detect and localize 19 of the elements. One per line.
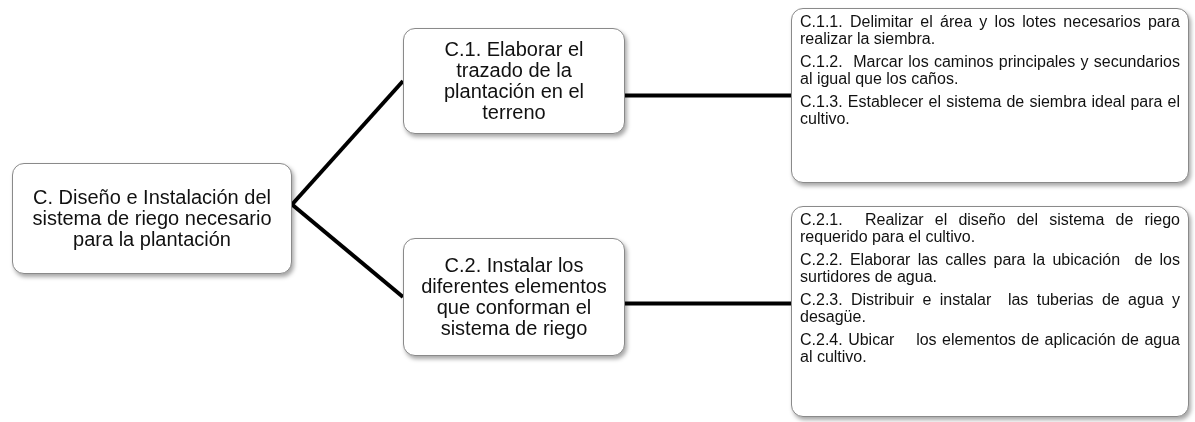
task-text: C.2.1. Realizar el diseño del sistema de riego requerido para el cultivo. <box>800 211 1180 245</box>
process-box <box>791 206 1189 417</box>
task-text: C.2.3. Distribuir e instalar las tuberias de agua y desagüe. <box>800 291 1180 325</box>
task-text: C.1.2. Marcar los caminos principales y secundarios al igual que los caños. <box>800 53 1180 87</box>
connector-line <box>625 301 791 306</box>
box-title: C.2. Instalar los diferentes elementos que conforman el sistema de riego <box>420 255 608 339</box>
connector-line <box>290 202 405 299</box>
task-text: C.2.4. Ubicar los elementos de aplicación de agua al cultivo. <box>800 331 1180 365</box>
task-text: C.2.2. Elaborar las calles para la ubicación de los surtidores de agua. <box>800 251 1180 285</box>
process-box <box>12 163 292 274</box>
task-text: C.1.1. Delimitar el área y los lotes necesarios para realizar la siembra. <box>800 13 1180 47</box>
connector-line <box>290 79 405 206</box>
process-box <box>791 8 1189 183</box>
process-box <box>403 238 625 356</box>
connector-line <box>625 93 791 98</box>
task-text: C.1.3. Establecer el sistema de siembra ideal para el cultivo. <box>800 93 1180 127</box>
box-title: C.1. Elaborar el trazado de la plantación en el terreno <box>442 39 586 123</box>
process-box <box>403 28 625 134</box>
box-title: C. Diseño e Instalación del sistema de riego necesario para la plantación <box>31 187 273 250</box>
